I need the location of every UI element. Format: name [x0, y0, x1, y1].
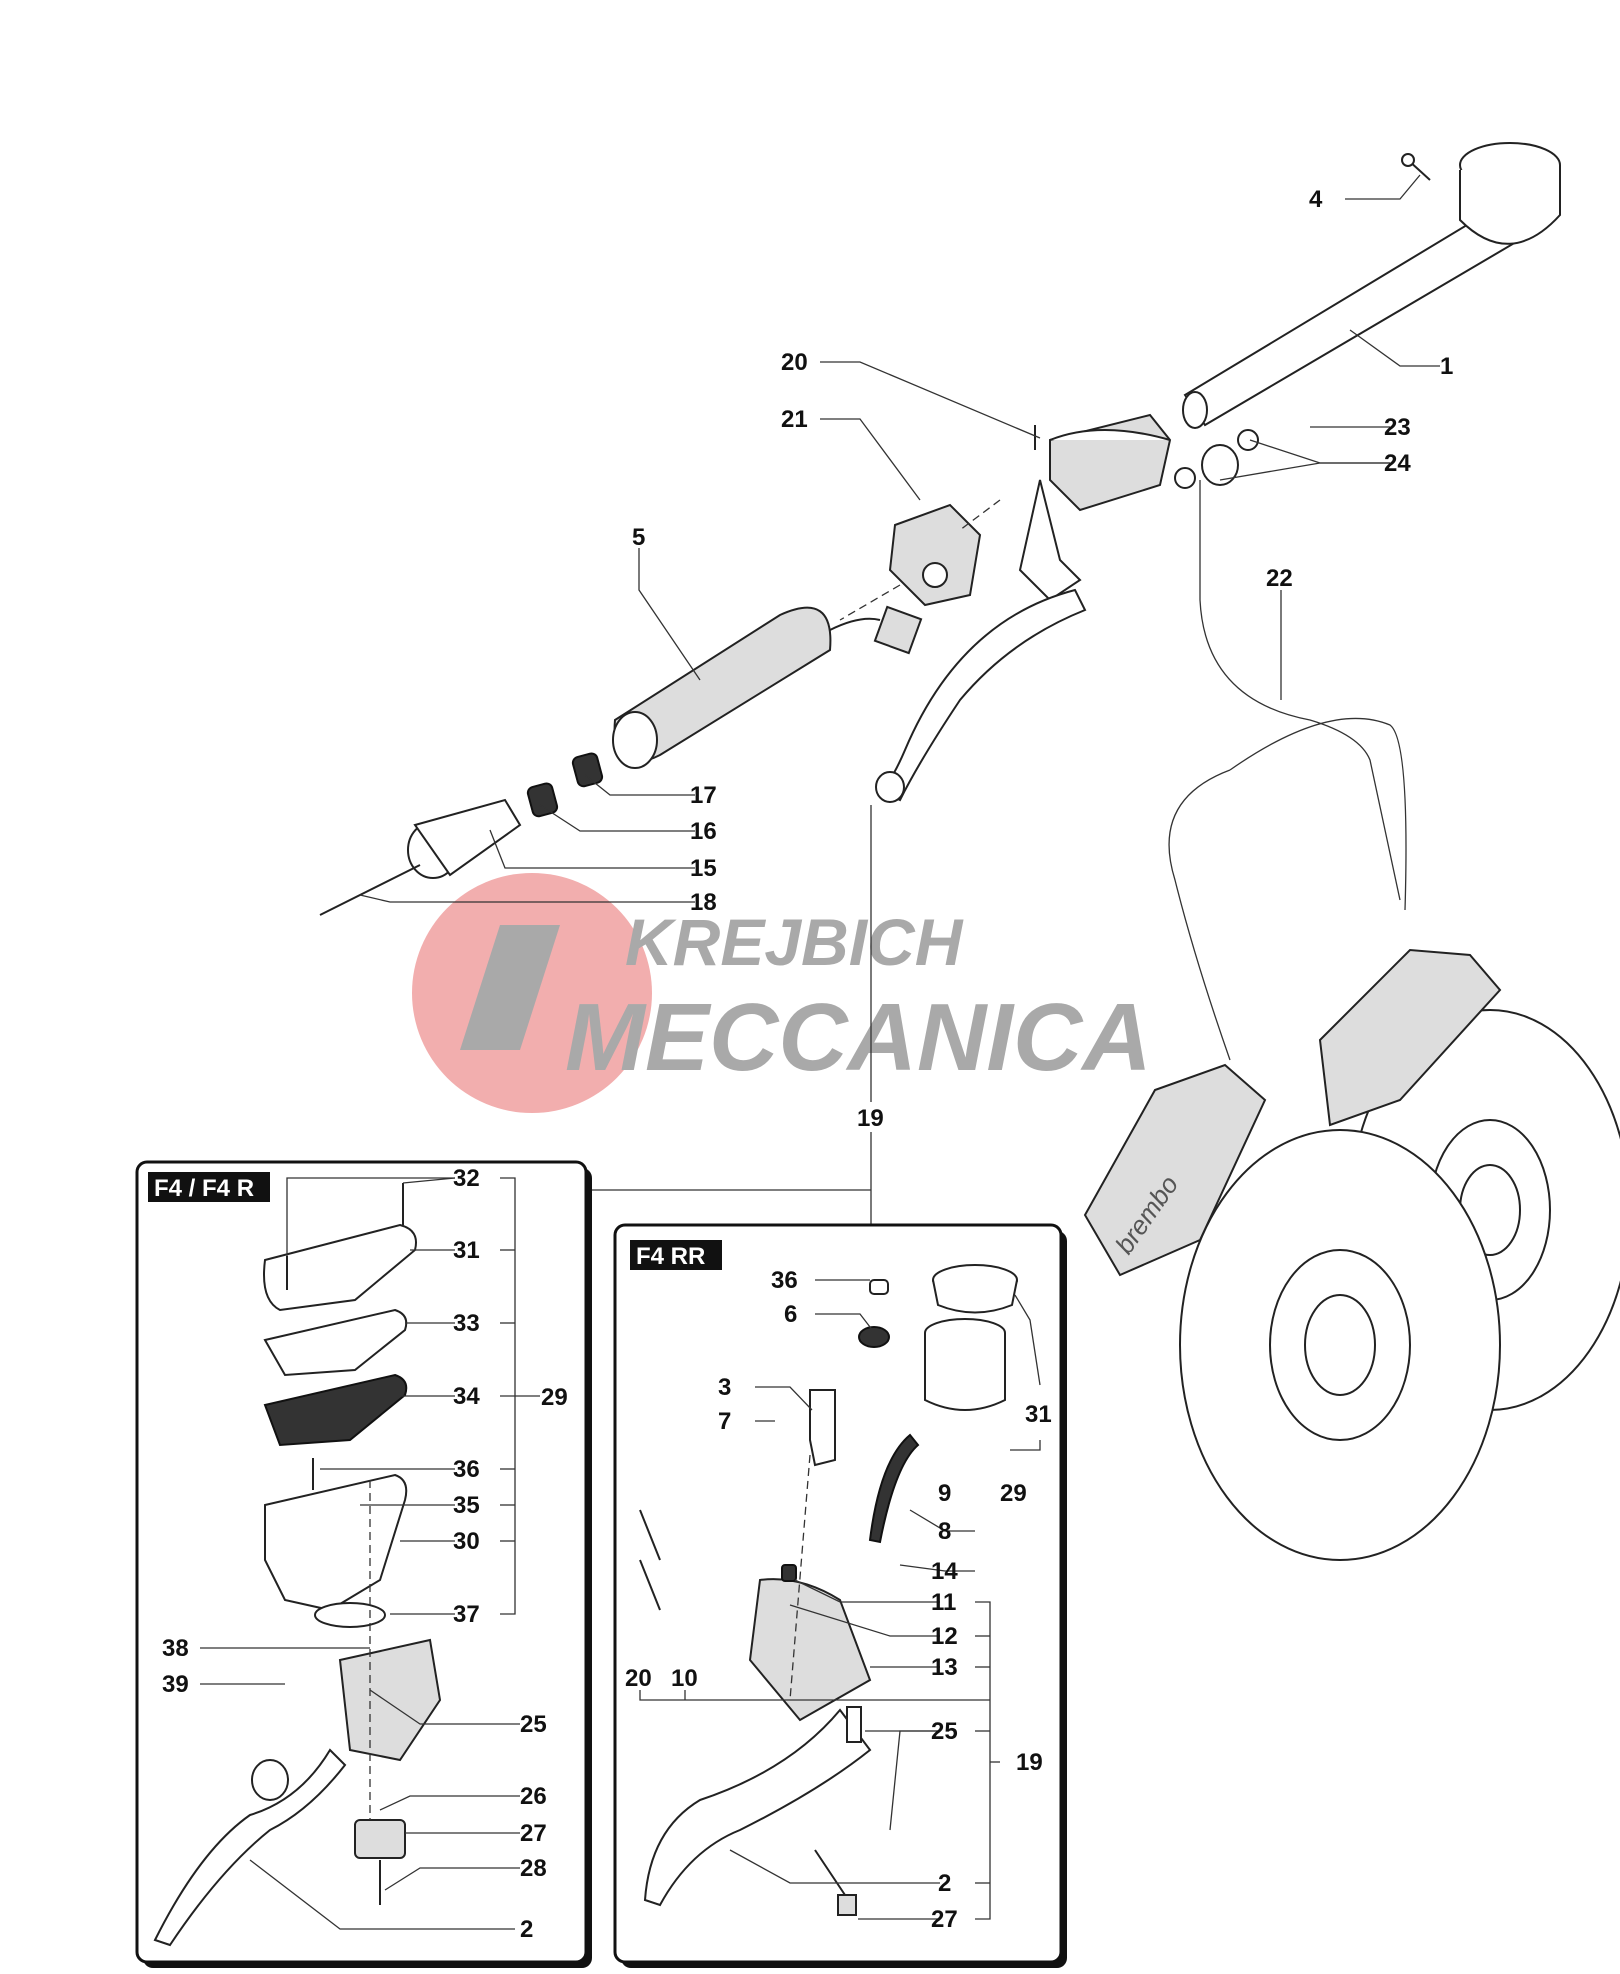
f4rr-label-36: 36 — [771, 1267, 798, 1294]
f4rr-label-8: 8 — [938, 1518, 951, 1545]
f4-label-34: 34 — [453, 1383, 480, 1410]
f4-label-29: 29 — [541, 1384, 568, 1411]
watermark-logo: KREJBICH MECCANICA — [412, 873, 1152, 1113]
panel-f4-title: F4 / F4 R — [154, 1175, 254, 1202]
f4-label-26: 26 — [520, 1783, 547, 1810]
f4-label-35: 35 — [453, 1492, 480, 1519]
f4rr-label-12: 12 — [931, 1623, 958, 1650]
f4-label-27: 27 — [520, 1820, 547, 1847]
label-22: 22 — [1266, 565, 1293, 592]
label-17: 17 — [690, 782, 717, 809]
f4rr-label-19: 19 — [1016, 1749, 1043, 1776]
f4rr-label-9: 9 — [938, 1480, 951, 1507]
panel-f4-f4r: F4 / F4 R — [135, 1160, 592, 1968]
main-leader-lines — [359, 174, 1440, 1225]
f4-label-36: 36 — [453, 1456, 480, 1483]
label-18: 18 — [690, 889, 717, 916]
label-5: 5 — [632, 524, 645, 551]
brake-master-cylinder-part — [875, 413, 1172, 803]
panel-f4rr-title: F4 RR — [636, 1243, 705, 1270]
f4-label-2: 2 — [520, 1916, 533, 1943]
handlebar-part — [1182, 142, 1561, 429]
f4rr-label-10: 10 — [671, 1665, 698, 1692]
f4rr-label-31: 31 — [1025, 1401, 1052, 1428]
bar-end-weight-part — [319, 752, 604, 916]
label-16: 16 — [690, 818, 717, 845]
f4rr-label-3: 3 — [718, 1374, 731, 1401]
label-1: 1 — [1440, 353, 1453, 380]
label-23: 23 — [1384, 414, 1411, 441]
panel-f4rr: F4 RR — [613, 1223, 1067, 1968]
f4-label-33: 33 — [453, 1310, 480, 1337]
f4-label-31: 31 — [453, 1237, 480, 1264]
label-19: 19 — [857, 1105, 884, 1132]
brake-caliper-front-part: brembo — [1083, 1063, 1267, 1277]
f4-label-25: 25 — [520, 1711, 547, 1738]
f4rr-label-7: 7 — [718, 1408, 731, 1435]
label-21: 21 — [781, 406, 808, 433]
f4-label-39: 39 — [162, 1671, 189, 1698]
label-20: 20 — [781, 349, 808, 376]
f4rr-reservoir-parts — [639, 1264, 1018, 1916]
master-cylinder-lever-f4 — [153, 1480, 442, 1947]
watermark-line2: MECCANICA — [565, 984, 1152, 1091]
f4rr-label-13: 13 — [931, 1654, 958, 1681]
f4rr-label-6: 6 — [784, 1301, 797, 1328]
switch-housing-part — [888, 503, 982, 607]
f4rr-label-2: 2 — [938, 1870, 951, 1897]
brake-caliper-rear-part — [1318, 948, 1502, 1127]
f4-label-38: 38 — [162, 1635, 189, 1662]
brake-hose-part — [1168, 429, 1407, 1061]
label-4: 4 — [1309, 186, 1323, 213]
label-15: 15 — [690, 855, 717, 882]
f4rr-label-11: 11 — [931, 1589, 956, 1616]
f4-label-32: 32 — [453, 1165, 480, 1192]
f4rr-label-25: 25 — [931, 1718, 958, 1745]
f4-label-30: 30 — [453, 1528, 480, 1555]
reservoir-cover-parts — [263, 1183, 417, 1628]
label-24: 24 — [1384, 450, 1411, 477]
f4-label-37: 37 — [453, 1601, 480, 1628]
f4rr-label-29: 29 — [1000, 1480, 1027, 1507]
watermark-line1: KREJBICH — [625, 905, 964, 979]
f4-label-28: 28 — [520, 1855, 547, 1882]
brake-disc-front-part — [1179, 1129, 1501, 1561]
f4rr-label-27: 27 — [931, 1906, 958, 1933]
grip-part — [612, 605, 923, 769]
f4rr-label-14: 14 — [931, 1558, 958, 1585]
f4rr-label-20: 20 — [625, 1665, 652, 1692]
